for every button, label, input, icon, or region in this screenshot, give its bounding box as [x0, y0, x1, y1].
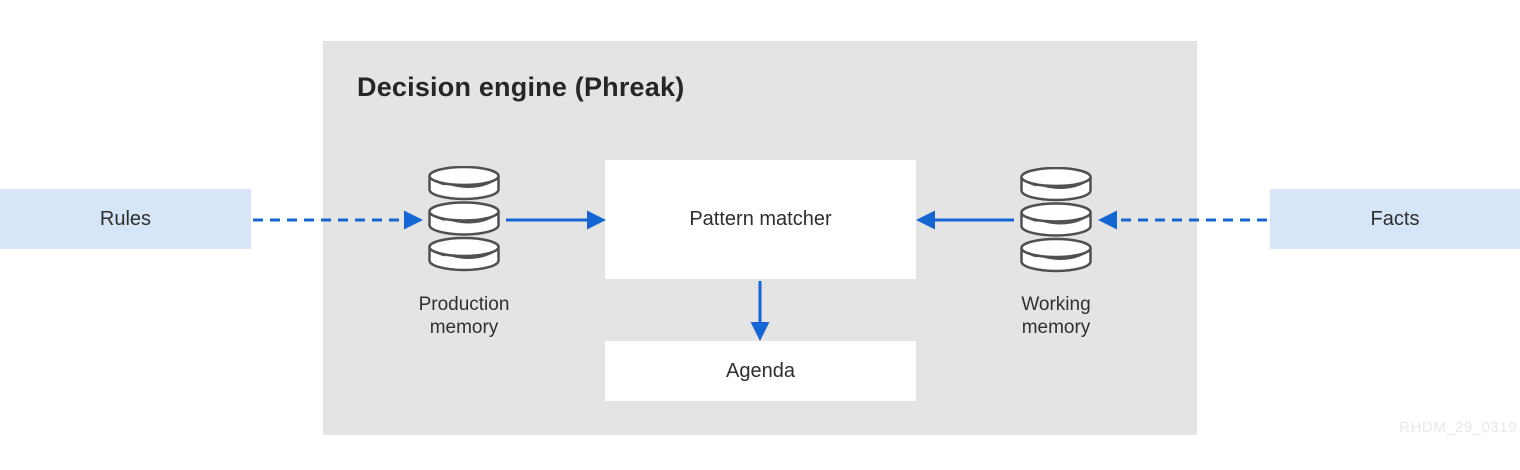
working-memory-label: Working memory	[1021, 294, 1091, 338]
rules-box: Rules	[0, 189, 251, 249]
pattern-matcher-label: Pattern matcher	[689, 208, 832, 230]
agenda-node: Agenda	[605, 341, 916, 401]
pattern-matcher-node: Pattern matcher	[605, 160, 916, 279]
database-icon	[428, 166, 500, 272]
facts-box: Facts	[1270, 189, 1520, 249]
facts-label: Facts	[1370, 207, 1420, 230]
rules-label: Rules	[99, 207, 152, 230]
watermark: RHDM_29_0319	[1399, 419, 1517, 436]
database-icon	[1020, 167, 1092, 273]
production-memory-label: Production memory	[418, 294, 510, 338]
agenda-label: Agenda	[726, 359, 795, 382]
diagram-title: Decision engine (Phreak)	[357, 72, 685, 102]
